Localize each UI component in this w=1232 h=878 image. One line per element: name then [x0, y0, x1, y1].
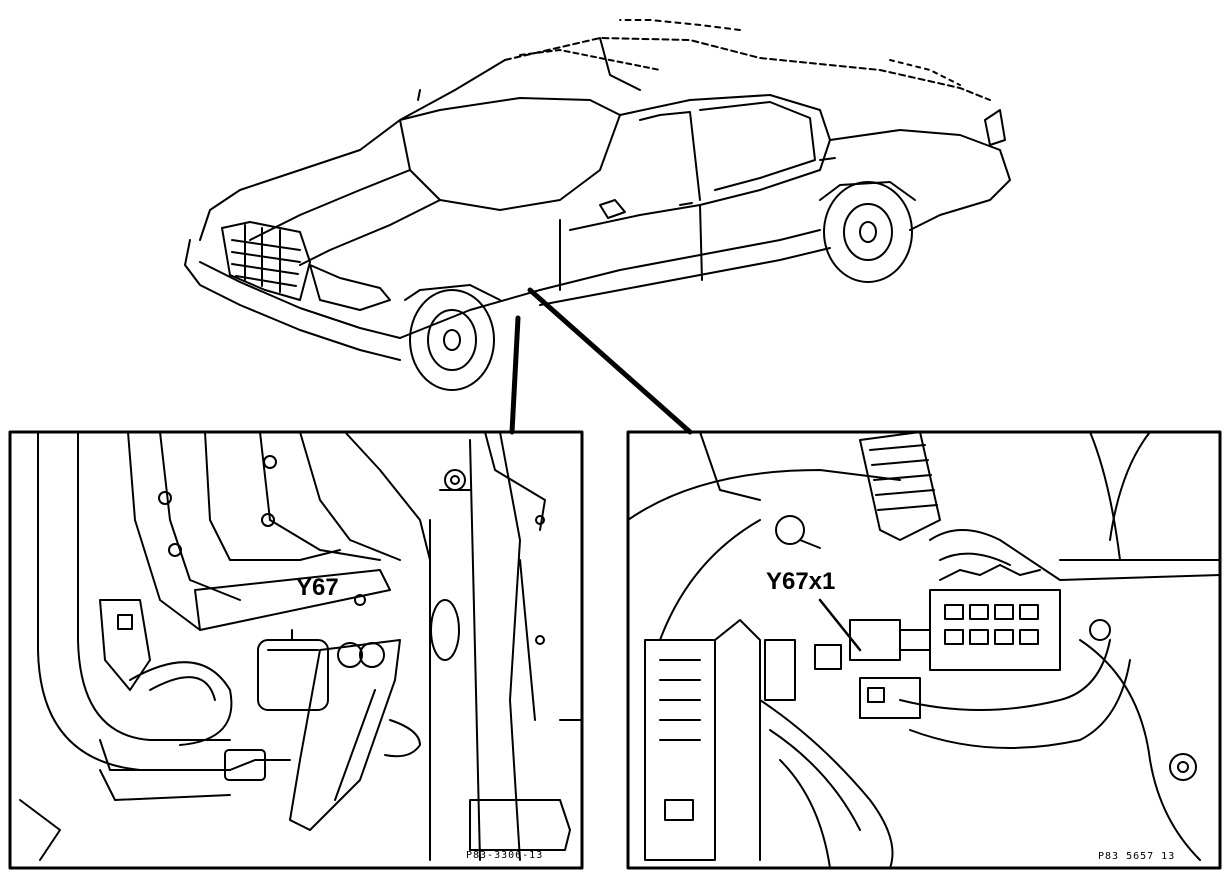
left-detail-panel: [8, 430, 584, 870]
y67-label: Y67: [296, 574, 339, 601]
right-panel-reference-code: P83 5657 13: [1098, 851, 1176, 862]
car-illustration: [184, 19, 1011, 391]
leader-lines: [509, 287, 693, 435]
left-panel-reference-code: P83-3306-13: [466, 850, 544, 861]
y67x1-label: Y67x1: [766, 568, 836, 595]
right-detail-panel: [626, 430, 1222, 870]
